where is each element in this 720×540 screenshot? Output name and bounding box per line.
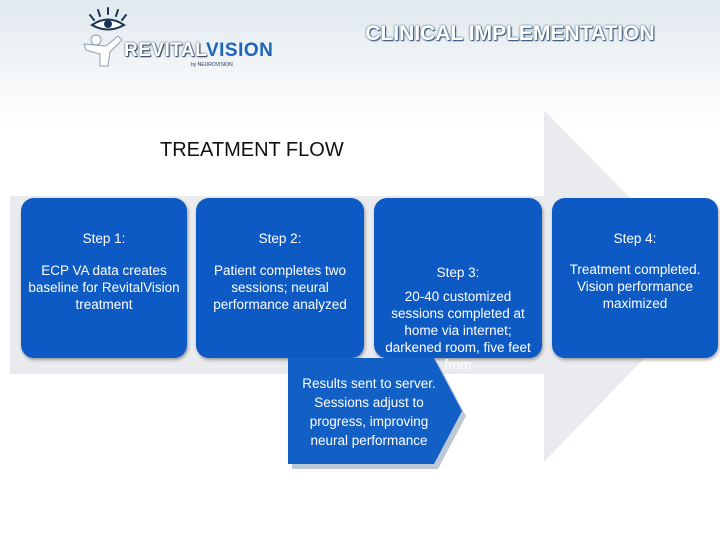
- step-4-text: Treatment completed. Vision performance …: [569, 262, 701, 311]
- step-1-text: ECP VA data creates baseline for Revital…: [28, 263, 180, 312]
- step-2-box: Step 2: Patient completes two sessions; …: [196, 198, 364, 358]
- logo-subtext: by NEUROVISION: [191, 62, 233, 68]
- step-2-label: Step 2:: [258, 231, 302, 246]
- logo-wordmark: REVITALVISION: [124, 40, 273, 62]
- step-3-text: 20-40 customized sessions completed at h…: [385, 289, 531, 372]
- step-3-label: Step 3:: [436, 265, 480, 280]
- logo-word-vision: VISION: [205, 40, 274, 61]
- callout-text: Results sent to server. Sessions adjust …: [302, 376, 436, 448]
- callout-arrow-shape: [288, 358, 466, 469]
- logo-word-revital: REVITAL: [124, 40, 206, 61]
- step-3-box: Step 3: 20-40 customized sessions comple…: [374, 198, 542, 372]
- step-4-label: Step 4:: [613, 231, 657, 246]
- page-title: CLINICAL IMPLEMENTATION: [365, 22, 655, 45]
- step-1-label: Step 1:: [82, 231, 126, 246]
- revitalvision-logo: REVITALVISION by NEUROVISION: [78, 6, 273, 70]
- diagram-subtitle: TREATMENT FLOW: [160, 139, 344, 161]
- step-1-box: Step 1: ECP VA data creates baseline for…: [21, 198, 187, 358]
- step-4-box: Step 4: Treatment completed. Vision perf…: [552, 198, 718, 358]
- logo-figure-icon: [83, 7, 127, 67]
- results-callout: Results sent to server. Sessions adjust …: [288, 358, 470, 473]
- step-2-text: Patient completes two sessions; neural p…: [213, 263, 347, 312]
